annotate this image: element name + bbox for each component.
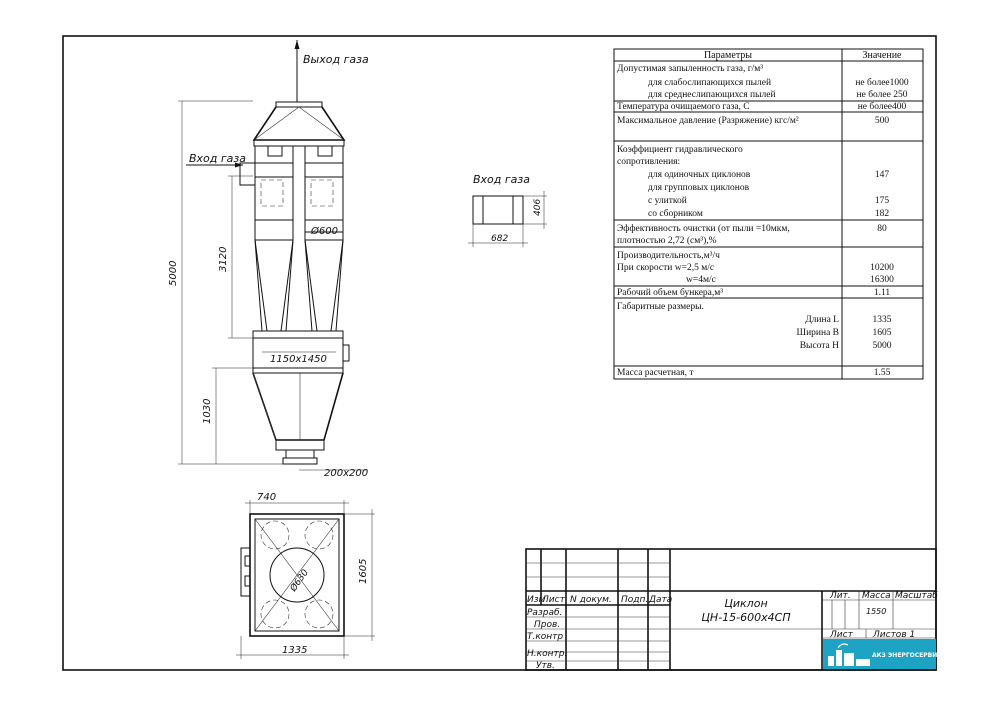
svg-text:Высота H: Высота H [800, 341, 839, 351]
mass-value: 1550 [866, 607, 886, 616]
title-block: Изм Лист N докум. Подп. Дата Разраб. Про… [525, 548, 942, 671]
svg-text:с улиткой: с улиткой [648, 195, 687, 206]
svg-text:182: 182 [875, 209, 890, 219]
svg-text:16300: 16300 [870, 275, 894, 285]
param-dust-load: Допустимая запыленность газа, г/м³ [617, 64, 763, 74]
svg-text:Масса: Масса [862, 591, 891, 601]
svg-text:1.55: 1.55 [874, 368, 891, 378]
param-mass: Масса расчетная, т [617, 368, 694, 378]
param-efficiency: Эффективность очистки (от пыли =10мкм, [617, 223, 790, 234]
svg-text:Лист: Лист [829, 630, 854, 640]
svg-text:1605: 1605 [873, 328, 892, 338]
svg-text:Изм: Изм [527, 595, 546, 605]
table-header-params: Параметры [704, 50, 752, 61]
param-hydraulic-resistance: Коэффициент гидравлического [617, 144, 743, 155]
gas-inlet-label: Вход газа [189, 152, 246, 165]
svg-text:Утв.: Утв. [536, 661, 555, 671]
svg-text:Н.контр.: Н.контр. [527, 649, 567, 659]
svg-text:плотностью 2,72 (см³),%: плотностью 2,72 (см³),% [617, 235, 717, 246]
plan-outlet-circle [269, 547, 325, 603]
diameter-label: Ø600 [310, 225, 338, 237]
height-upper-label: 3120 [218, 247, 229, 272]
svg-text:Разраб.: Разраб. [527, 608, 562, 618]
param-hopper-volume: Рабочий объем бункера,м³ [617, 287, 723, 298]
hopper-size-label: 1150x1450 [270, 354, 327, 365]
svg-text:1335: 1335 [873, 315, 892, 325]
svg-text:10200: 10200 [870, 263, 894, 273]
svg-text:N докум.: N докум. [570, 595, 612, 605]
plan-width-bottom-label: 1335 [282, 645, 307, 656]
table-header-value: Значение [862, 50, 902, 61]
svg-text:Дата: Дата [648, 595, 672, 605]
svg-text:Лит.: Лит. [829, 591, 851, 601]
inlet-section-rect [472, 195, 524, 225]
svg-text:Длина L: Длина L [805, 315, 839, 325]
plan-height-label: 1605 [358, 559, 369, 584]
svg-text:80: 80 [877, 224, 887, 234]
svg-text:1.11: 1.11 [874, 288, 891, 298]
svg-text:со сборником: со сборником [648, 208, 703, 219]
inlet-width-label: 682 [491, 234, 508, 244]
gas-inlet-section-view: Вход газа 682 406 [468, 173, 547, 247]
svg-text:Подп.: Подп. [621, 595, 648, 605]
svg-text:147: 147 [875, 170, 890, 180]
svg-text:175: 175 [875, 196, 890, 206]
cyclon-plan-view: Ø630 740 1335 1605 [236, 492, 375, 659]
outlet-size-label: 200x200 [324, 468, 368, 479]
roof-flange [253, 139, 345, 147]
svg-text:для слабослипающихся пылей: для слабослипающихся пылей [648, 77, 771, 88]
inlet-height-label: 406 [533, 199, 543, 216]
doc-title-line-1: Циклон [724, 597, 767, 610]
gas-outlet-label: Выход газа [303, 53, 369, 66]
svg-text:Листов 1: Листов 1 [872, 630, 915, 640]
svg-text:Ширина B: Ширина B [796, 328, 839, 338]
outlet-pipe-top [275, 101, 323, 108]
svg-text:не более 250: не более 250 [857, 89, 908, 100]
param-capacity: Производительность,м³/ч [617, 251, 720, 261]
svg-text:Масштаб: Масштаб [895, 591, 938, 601]
gas-inlet-section-label: Вход газа [473, 173, 530, 186]
plan-width-top-label: 740 [257, 492, 276, 503]
svg-text:При скорости w=2,5 м/с: При скорости w=2,5 м/с [617, 263, 714, 273]
parameters-table: Параметры Значение Допустимая запыленнос… [613, 48, 924, 380]
svg-text:Пров.: Пров. [534, 620, 560, 630]
height-lower-label: 1030 [202, 399, 213, 424]
svg-text:не более400: не более400 [858, 101, 907, 112]
param-max-pressure: Максимальное давление (Разряжение) кгс/м… [617, 115, 799, 126]
svg-text:не более1000: не более1000 [855, 77, 909, 88]
height-total-label: 5000 [168, 261, 179, 286]
param-dimensions: Габаритные размеры. [617, 301, 704, 312]
svg-text:500: 500 [875, 116, 890, 126]
gas-inlet-arrowhead [235, 162, 243, 168]
param-temperature: Температура очищаемого газа, С [617, 102, 750, 112]
cyclon-elevation-view: Выход газа Вход газа Ø600 [168, 40, 369, 479]
plan-diameter-label: Ø630 [287, 567, 311, 594]
dust-outlet [285, 449, 315, 459]
svg-text:для одиночных циклонов: для одиночных циклонов [648, 170, 751, 180]
svg-text:Лист: Лист [541, 595, 566, 605]
factory-logo-icon [828, 643, 870, 666]
doc-title-line-2: ЦН-15-600х4СП [701, 611, 790, 624]
svg-text:5000: 5000 [873, 341, 892, 351]
svg-text:Т.контр: Т.контр [527, 632, 563, 642]
svg-text:w=4м/с: w=4м/с [686, 275, 716, 285]
svg-text:для групповых циклонов: для групповых циклонов [648, 183, 750, 193]
gas-outlet-arrowhead [294, 40, 300, 49]
hopper-cone [252, 372, 344, 441]
roof [252, 106, 346, 141]
svg-text:сопротивления:: сопротивления: [617, 157, 680, 167]
sheet-frame [62, 35, 937, 671]
company-name: АКЗ ЭНЕРГОСЕРВИС [872, 652, 942, 659]
svg-text:для среднеслипающихся пылей: для среднеслипающихся пылей [648, 89, 776, 100]
gas-inlet-nozzle [239, 162, 256, 186]
